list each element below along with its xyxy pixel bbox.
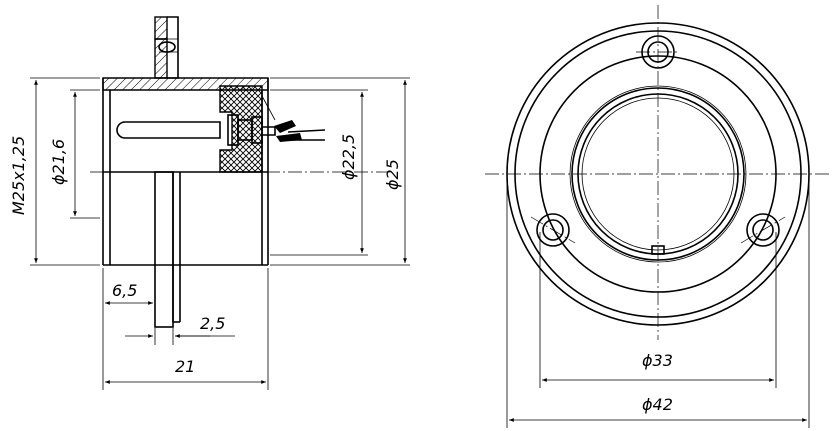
side-view: M25x1,25 ϕ21,6 ϕ22,5 ϕ25 6,5 2,5 21 — [9, 16, 410, 390]
insulator — [219, 85, 263, 173]
dim-inner-diameter: ϕ21,6 — [49, 139, 68, 185]
dim-thread: M25x1,25 — [9, 136, 28, 215]
dim-flange-thickness: 2,5 — [200, 314, 225, 333]
mounting-hole-right — [740, 213, 786, 247]
dim-outer-diameter-1: ϕ22,5 — [339, 134, 358, 180]
body-outer-circle — [539, 55, 777, 293]
dim-flange-diameter: ϕ42 — [642, 395, 673, 414]
flange-chamfer — [514, 30, 802, 318]
front-extension-lines — [506, 180, 810, 428]
key-notch — [651, 245, 665, 255]
mounting-tab — [154, 16, 179, 79]
bore-outer — [571, 87, 745, 261]
dim-hole-circle: ϕ33 — [642, 351, 673, 370]
dim-outer-diameter-2: ϕ25 — [383, 159, 402, 190]
mounting-hole-left — [530, 213, 576, 247]
front-view: ϕ33 ϕ42 — [485, 5, 830, 428]
bore-thread-hidden — [581, 97, 735, 251]
front-dimension-lines — [508, 378, 807, 422]
flange-outer-edge — [506, 22, 810, 326]
dimension-lines — [34, 80, 407, 384]
extension-lines — [30, 77, 410, 390]
mounting-hole-top — [636, 35, 680, 69]
bolt-circle — [569, 85, 747, 263]
flange-plate — [154, 171, 181, 328]
contact-pin — [116, 95, 326, 146]
dim-flange-offset: 6,5 — [112, 281, 137, 300]
dim-total-length: 21 — [175, 357, 195, 376]
